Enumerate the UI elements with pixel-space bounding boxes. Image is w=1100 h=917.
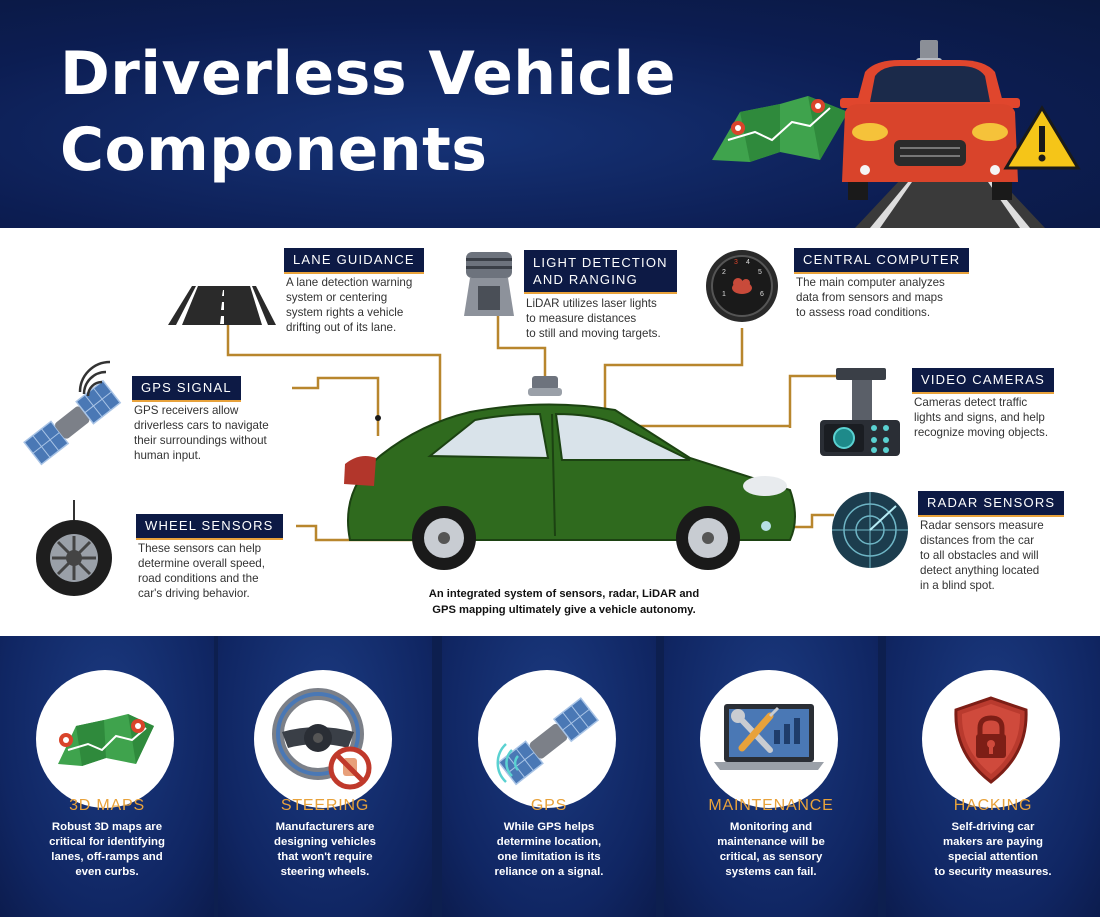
red-car-icon [840, 40, 1020, 200]
desc-radar-sensors: Radar sensors measure distances from the… [920, 519, 1044, 592]
challenge-gps: GPS While GPS helps determine location, … [442, 636, 656, 917]
road-lane-icon [168, 286, 276, 325]
challenge-maintenance: MAINTENANCE Monitoring and maintenance w… [664, 636, 878, 917]
label-lidar: LIGHT DETECTION AND RANGING [524, 250, 677, 294]
desc-video-cameras: Cameras detect traffic lights and signs,… [914, 396, 1049, 439]
car-diagram: 1 2 3 4 5 6 [23, 250, 908, 596]
label-lane-guidance: LANE GUIDANCE [284, 248, 424, 274]
challenge-title: GPS [530, 797, 568, 814]
wheel-icon [36, 500, 112, 596]
desc-lidar: LiDAR utilizes laser lights to measure d… [526, 297, 661, 340]
svg-text:5: 5 [758, 269, 762, 276]
screwdriver-icon [738, 706, 780, 752]
desc-wheel-sensors: These sensors can help determine overall… [138, 542, 265, 600]
challenge-3d-maps-circle [36, 670, 174, 808]
svg-text:3: 3 [734, 259, 738, 266]
challenge-hacking-circle [922, 670, 1060, 808]
green-car [344, 376, 796, 570]
challenge-steering-circle [254, 670, 392, 808]
challenge-gps-circle [478, 670, 616, 808]
svg-text:6: 6 [760, 291, 764, 298]
gauge-icon: 1 2 3 4 5 6 [706, 250, 778, 322]
challenge-text: Robust 3D maps are critical for identify… [49, 821, 165, 878]
challenge-text: Self-driving car makers are paying speci… [934, 821, 1052, 878]
lidar-unit-icon [464, 252, 514, 316]
desc-central-computer: The main computer analyzes data from sen… [796, 276, 945, 319]
svg-text:1: 1 [722, 291, 726, 298]
challenge-hacking: HACKING Self-driving car makers are payi… [886, 636, 1100, 917]
label-gps-signal: GPS SIGNAL [132, 376, 241, 402]
diagram-caption: An integrated system of sensors, radar, … [428, 588, 700, 616]
desc-gps-signal: GPS receivers allow driverless cars to n… [134, 404, 269, 462]
svg-text:2: 2 [722, 269, 726, 276]
page-title: Driverless Vehicle Components [60, 39, 676, 185]
challenge-title: STEERING [280, 797, 370, 814]
no-hand-icon [328, 746, 372, 790]
label-video-cameras: VIDEO CAMERAS [912, 368, 1054, 394]
svg-text:4: 4 [746, 259, 750, 266]
challenge-title: 3D MAPS [69, 797, 145, 814]
shield-lock-icon [954, 696, 1028, 784]
header-illustration [712, 40, 1081, 228]
warning-sign-icon [1003, 105, 1081, 170]
challenge-title: MAINTENANCE [708, 797, 834, 814]
label-radar-sensors: RADAR SENSORS [918, 491, 1065, 517]
desc-lane-guidance: A lane detection warning system or cente… [286, 276, 413, 334]
dash-camera-icon [820, 368, 900, 456]
radar-screen-icon [832, 492, 908, 568]
challenges-row: 3D MAPS Robust 3D maps are critical for … [0, 636, 1100, 917]
label-central-computer: CENTRAL COMPUTER [794, 248, 970, 274]
label-wheel-sensors: WHEEL SENSORS [136, 514, 283, 540]
challenge-3d-maps: 3D MAPS Robust 3D maps are critical for … [0, 636, 214, 917]
header-banner: Driverless Vehicle Components [0, 0, 1100, 228]
gps-satellite-icon [23, 360, 122, 466]
challenge-text: Monitoring and maintenance will be criti… [717, 821, 825, 878]
steering-wheel-icon [272, 688, 372, 790]
map-icon [58, 714, 154, 766]
diagram-panel: 1 2 3 4 5 6 [0, 228, 1100, 636]
challenge-maintenance-circle [700, 670, 838, 808]
laptop-tools-icon [714, 704, 824, 770]
challenge-steering: STEERING Manufacturers are designing veh… [218, 636, 432, 917]
map-icon [712, 96, 848, 162]
satellite-icon [496, 697, 600, 786]
challenge-text: While GPS helps determine location, one … [494, 821, 604, 878]
challenge-title: HACKING [953, 797, 1033, 814]
challenge-text: Manufacturers are designing vehicles tha… [274, 821, 376, 878]
